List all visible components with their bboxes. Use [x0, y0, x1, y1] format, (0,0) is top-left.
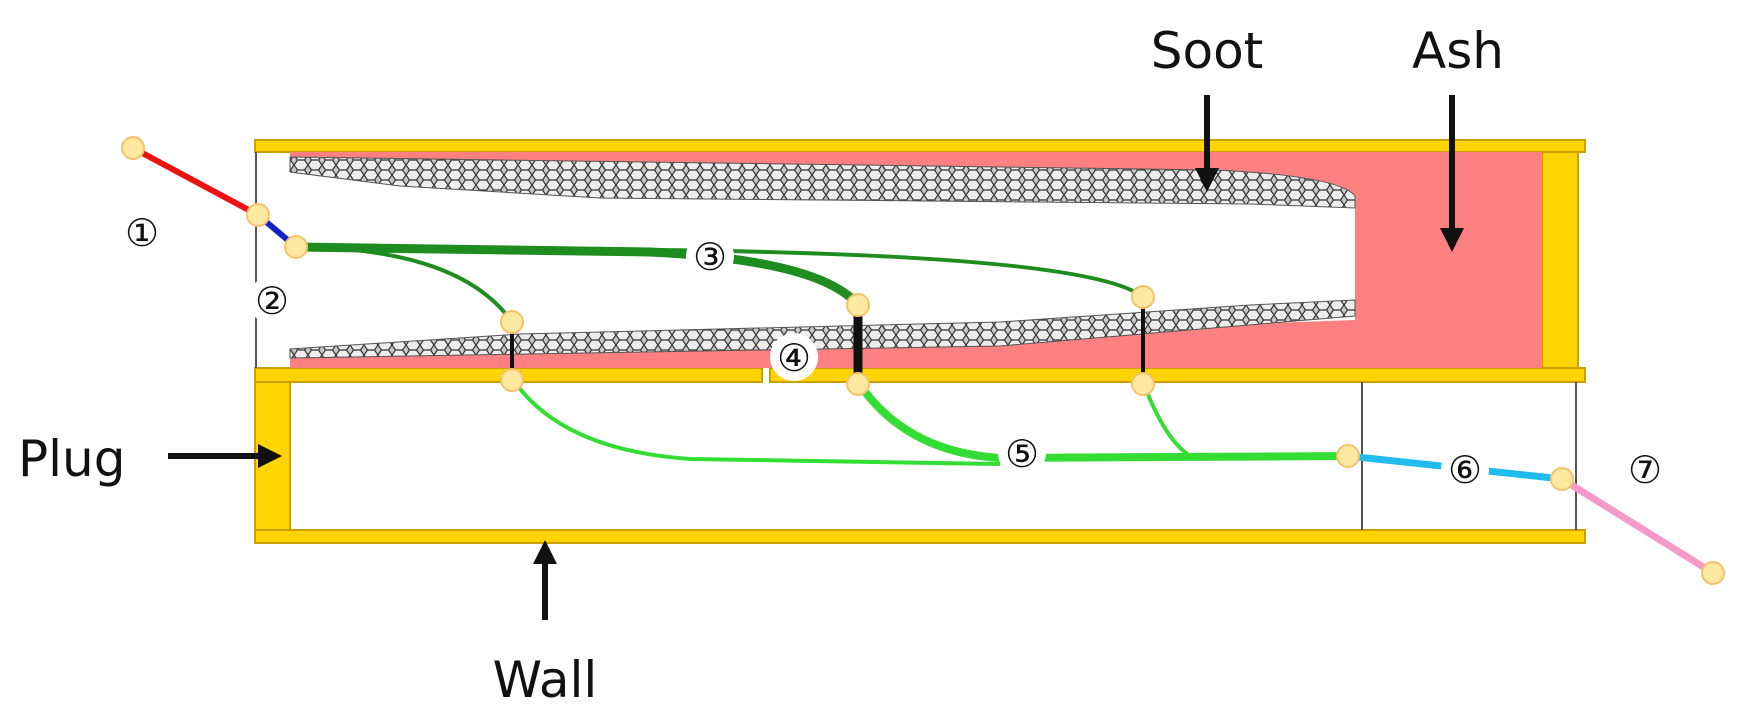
node: [1550, 467, 1574, 491]
segment-5-branch-left: [510, 376, 1001, 466]
arrows: [168, 95, 1464, 620]
segment-2-marker-bg: [248, 276, 296, 324]
segment-3-label: ③: [693, 235, 727, 279]
node: [1131, 372, 1155, 396]
bottom-wall: [254, 529, 1586, 544]
node: [246, 203, 270, 227]
node: [500, 310, 524, 334]
segment-5-label: ⑤: [1005, 432, 1039, 476]
node: [121, 136, 145, 160]
node: [1131, 285, 1155, 309]
segment-7-marker-bg: [1621, 445, 1669, 493]
segment-7-line: [1560, 476, 1715, 576]
node: [846, 293, 870, 317]
segment-5-marker-bg: [998, 429, 1046, 477]
nodes: [121, 136, 1725, 585]
segment-3-branch-right: [659, 248, 1145, 299]
segment-2-label: ②: [255, 279, 289, 323]
soot-layer-bottom: [289, 299, 1356, 359]
segment-4-marker-bg: [770, 333, 818, 381]
segment-markers: [118, 208, 1669, 493]
middle-wall-right: [769, 367, 1586, 383]
wall-arrow-head: [533, 540, 557, 564]
node: [284, 235, 308, 259]
ash-arrow-head: [1440, 228, 1464, 252]
segment-6-label: ⑥: [1448, 448, 1482, 492]
outlet-plug: [1541, 151, 1579, 369]
plug-arrow-head: [258, 444, 282, 468]
node: [1701, 561, 1725, 585]
soot-layer-top: [289, 156, 1356, 209]
node: [846, 372, 870, 396]
segment-3-branch-left: [295, 245, 514, 324]
segment-3-marker-bg: [686, 232, 734, 280]
segment-5-main: [854, 379, 1349, 463]
wall-label: Wall: [493, 651, 598, 709]
soot-arrow-head: [1195, 168, 1219, 192]
top-wall: [254, 139, 1586, 153]
segment-6-marker-bg: [1441, 445, 1489, 493]
node: [500, 368, 524, 392]
plug-label: Plug: [18, 430, 125, 488]
segment-1-marker-bg: [118, 208, 166, 256]
segment-3-main: [295, 242, 862, 309]
segment-7-label: ⑦: [1628, 448, 1662, 492]
segment-1-line: [131, 145, 260, 218]
segment-1-label: ①: [125, 211, 159, 255]
ash-label: Ash: [1412, 22, 1504, 80]
node: [1336, 444, 1360, 468]
ash-layer: [290, 152, 1542, 368]
segment-4-label: ④: [777, 336, 811, 380]
soot-label: Soot: [1151, 22, 1264, 80]
